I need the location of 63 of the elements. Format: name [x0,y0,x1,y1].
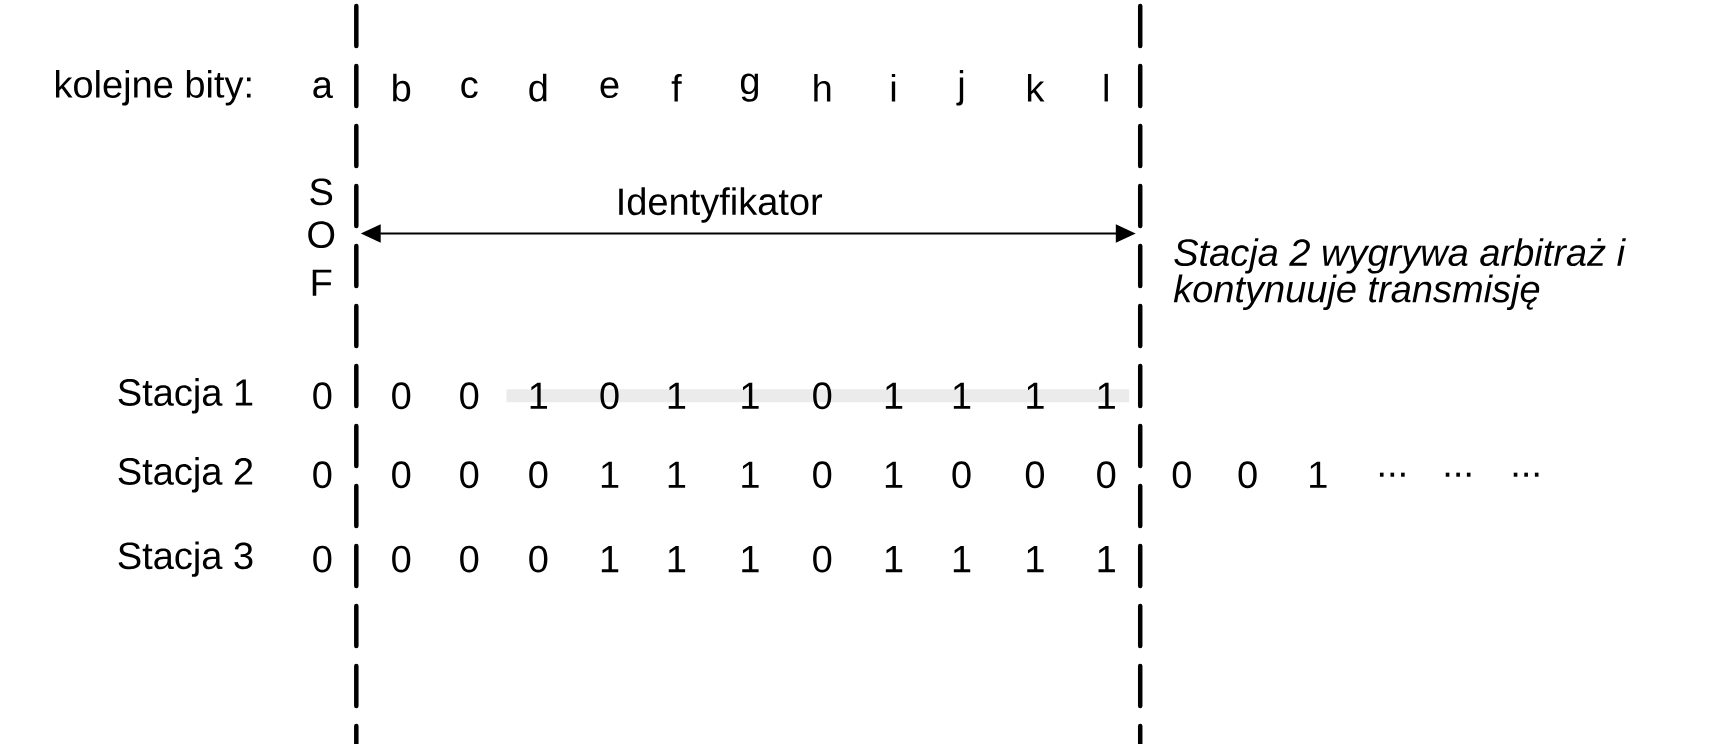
bit-letter: c [461,77,478,99]
bit-value: 0 [813,382,832,410]
bit-value: 0 [813,545,832,573]
bit-value: 1 [1098,382,1115,409]
sof-letter: F [312,269,332,296]
bit-value: 1 [530,382,548,409]
bit-value: 1 [601,461,619,488]
bit-value: 1 [1098,546,1115,573]
bit-value: 1 [885,382,903,409]
bit-value: 1 [668,461,686,488]
bit-letter: l [1104,73,1108,102]
bit-letter: b [393,73,411,102]
sof-letter: S [310,178,333,206]
bit-value: 0 [1172,461,1191,489]
bit-value: 1 [1027,382,1044,409]
bit-value: 0 [529,461,548,489]
bit-value: 0 [1025,461,1044,489]
bit-letter: f [671,73,682,102]
bit-letter: g [740,73,759,102]
bit-value: 1 [601,546,619,573]
field-name: Identyfikator [619,187,823,223]
bit-value: 0 [313,545,332,573]
bit-letter: i [891,73,896,102]
bit-value: ... [1445,472,1471,477]
bit-letter: k [1027,73,1045,102]
station-label: Stacja 3 [118,541,253,577]
bit-value: 0 [813,461,832,489]
bit-value: 1 [953,382,971,409]
row-label: kolejne bity: [56,70,251,106]
bit-value: 0 [952,461,971,489]
bit-value: 0 [392,382,411,410]
bit-value: 0 [313,461,332,489]
bit-value: ... [1379,472,1405,477]
bit-value: 1 [1027,546,1044,573]
bit-value: 0 [460,545,479,573]
bit-value: 1 [885,461,903,488]
bit-value: 1 [742,461,759,488]
bit-letter: a [313,77,333,99]
bit-letter: h [814,73,831,102]
bit-value: 0 [600,382,619,410]
bit-value: 1 [668,546,686,573]
bit-value: 1 [668,382,686,409]
bit-value: 0 [460,382,479,410]
bit-letter: e [600,77,619,99]
bit-value: 0 [392,461,411,489]
bit-value: 0 [1238,461,1257,489]
bit-value: 0 [1097,461,1116,489]
bit-value: 0 [313,382,332,410]
bit-letter: d [529,73,547,102]
bit-value: 1 [742,382,759,409]
sof-letter: O [308,221,335,249]
bit-value: 0 [460,461,479,489]
bit-value: 1 [742,546,759,573]
bit-value: 1 [885,546,903,573]
station-label: Stacja 1 [118,378,253,414]
bit-letter: j [956,70,964,106]
bit-value: 0 [392,545,411,573]
station-label: Stacja 2 [118,457,253,493]
bit-value: 1 [953,546,971,573]
note-text: Stacja 2 wygrywa arbitraż i kontynuuje transmisję [1173,238,1626,310]
bit-value: 1 [1310,461,1327,488]
bit-value: 0 [529,545,548,573]
bit-value: ... [1513,472,1539,477]
